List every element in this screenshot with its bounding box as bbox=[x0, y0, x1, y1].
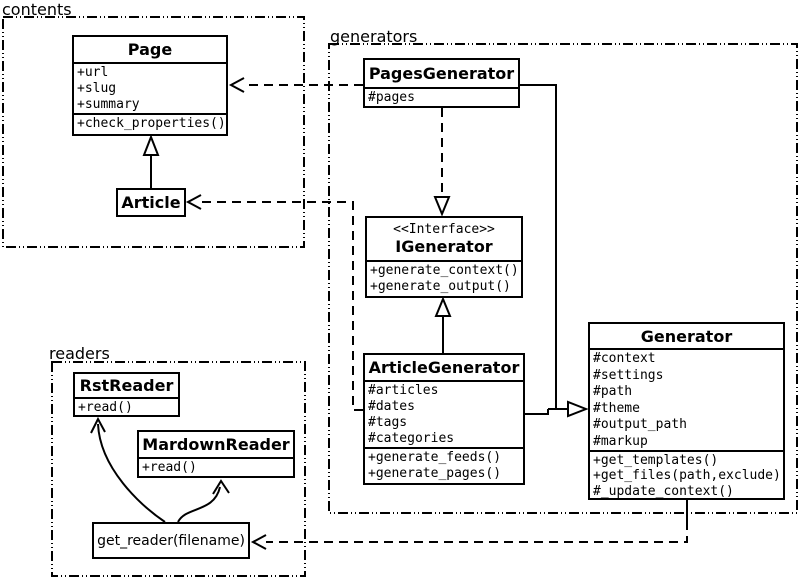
class-methods: +read() bbox=[142, 460, 197, 475]
class-methods: +get_templates() +get_files(path,exclude… bbox=[593, 453, 781, 499]
open-arrowhead-icon bbox=[250, 534, 267, 550]
node-get-reader: get_reader(filename) bbox=[92, 522, 250, 559]
open-arrowhead-icon bbox=[185, 194, 202, 210]
class-generator: Generator #context #settings #path #them… bbox=[588, 322, 785, 500]
class-page: Page +url +slug +summary +check_properti… bbox=[72, 35, 228, 136]
class-title: MardownReader bbox=[139, 432, 293, 459]
class-methods: +generate_context() +generate_output() bbox=[370, 263, 519, 294]
class-attributes: +url +slug +summary bbox=[74, 64, 226, 115]
class-title: RstReader bbox=[75, 374, 178, 399]
edge-getreader-to-rstreader bbox=[97, 423, 166, 523]
class-title: Page bbox=[74, 37, 226, 64]
open-arrowhead-icon bbox=[228, 77, 245, 93]
inheritance-triangle-icon bbox=[142, 134, 160, 156]
class-methods: +generate_feeds() +generate_pages() bbox=[368, 450, 502, 481]
class-methods: +check_properties() bbox=[77, 116, 226, 131]
class-title: Generator bbox=[590, 324, 783, 350]
class-rstreader: RstReader +read() bbox=[73, 372, 180, 417]
package-border-contents bbox=[2, 16, 305, 248]
class-stereotype: <<Interface>> bbox=[393, 222, 495, 237]
realization-triangle-icon bbox=[433, 196, 451, 217]
package-border-generators bbox=[328, 43, 798, 514]
class-attributes: #pages bbox=[368, 90, 415, 105]
inheritance-triangle-icon bbox=[567, 400, 589, 418]
class-articlegenerator: ArticleGenerator #articles #dates #tags … bbox=[363, 353, 525, 485]
class-title: Article bbox=[121, 193, 181, 212]
edge-getreader-to-mardownreader bbox=[177, 486, 221, 523]
edge-articlegenerator-extends-generator bbox=[525, 409, 549, 415]
class-title: ArticleGenerator bbox=[365, 355, 523, 382]
class-igenerator: <<Interface>> IGenerator +generate_conte… bbox=[365, 216, 523, 298]
class-mardownreader: MardownReader +read() bbox=[137, 430, 295, 478]
open-arrowhead-icon bbox=[90, 416, 106, 434]
class-attributes: #context #settings #path #theme #output_… bbox=[590, 350, 783, 452]
class-methods: +read() bbox=[78, 400, 133, 415]
class-attributes: #articles #dates #tags #categories bbox=[365, 382, 523, 449]
class-title: PagesGenerator bbox=[365, 60, 518, 89]
class-article: Article bbox=[116, 188, 186, 217]
edge-generator-uses-getreader bbox=[266, 521, 688, 543]
open-arrowhead-icon bbox=[212, 479, 230, 495]
class-title: <<Interface>> IGenerator bbox=[367, 218, 521, 262]
package-label-contents: contents bbox=[2, 0, 72, 19]
package-label-generators: generators bbox=[330, 27, 418, 46]
package-label-readers: readers bbox=[49, 344, 110, 363]
class-pagesgenerator: PagesGenerator #pages bbox=[363, 58, 520, 108]
edge-pagesgenerator-extends-generator bbox=[520, 84, 557, 409]
inheritance-triangle-icon bbox=[434, 296, 452, 317]
package-border-readers bbox=[51, 361, 306, 577]
edge-articlegenerator-uses-article bbox=[202, 201, 363, 411]
